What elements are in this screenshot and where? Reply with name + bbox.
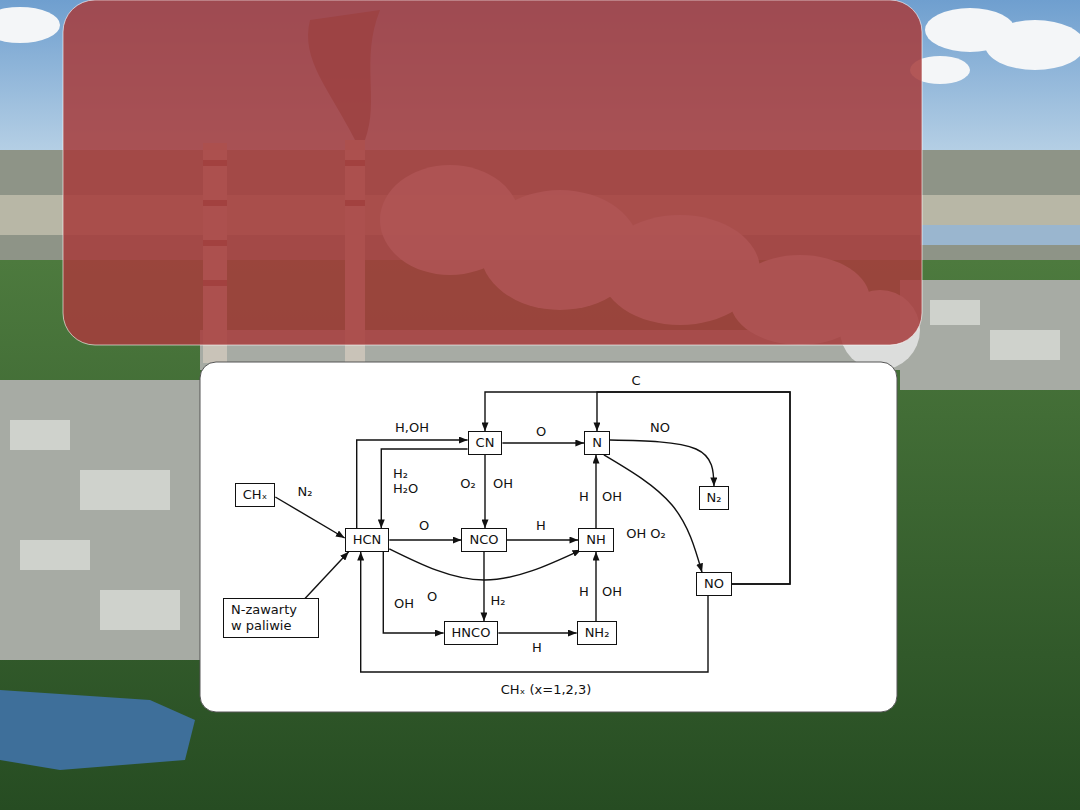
reaction-arrow xyxy=(597,392,790,584)
reactant-label: NO xyxy=(648,421,672,436)
species-name: NH xyxy=(586,532,606,548)
reaction-arrow xyxy=(595,455,596,528)
reactant-label: O₂ xyxy=(458,477,477,492)
species-box: HCN xyxy=(345,528,390,552)
reaction-arrow xyxy=(610,440,714,486)
species-name: NCO xyxy=(469,532,498,548)
reaction-arrow xyxy=(381,449,467,528)
reactant-label: OH xyxy=(392,597,416,612)
reaction-arrow xyxy=(498,632,576,633)
reactant-label: H xyxy=(577,490,591,505)
reaction-arrow xyxy=(595,552,596,621)
species-box: NCO xyxy=(461,528,506,552)
species-name: NH₂ xyxy=(585,625,610,641)
species-name: CHₓ xyxy=(243,487,268,503)
species-name: N xyxy=(592,435,602,451)
reaction-arrow xyxy=(389,539,461,540)
diagram-panel xyxy=(200,362,897,712)
lake xyxy=(920,225,1080,245)
species-name: N₂ xyxy=(707,490,722,506)
reactant-label: O xyxy=(425,590,439,605)
species-box: CHₓ xyxy=(235,483,276,507)
river xyxy=(0,690,195,770)
title-panel xyxy=(63,0,922,345)
species-name: N-zawarty w paliwie xyxy=(231,602,311,633)
reactant-label: H xyxy=(530,641,544,656)
reactant-label: CHₓ (x=1,2,3) xyxy=(499,683,594,698)
reaction-arrow xyxy=(357,440,468,528)
reaction-arrow xyxy=(502,442,584,443)
reaction-arrow xyxy=(604,455,702,572)
reactant-label: OH xyxy=(600,490,624,505)
reaction-arrow xyxy=(383,552,443,633)
reactant-label: H,OH xyxy=(393,421,431,436)
species-box: NH xyxy=(578,528,614,552)
species-name: NO xyxy=(704,576,724,592)
reaction-arrow xyxy=(361,552,708,672)
species-name: HNCO xyxy=(452,625,491,641)
species-box: NO xyxy=(696,572,732,596)
reaction-arrow xyxy=(483,552,484,621)
reactant-label: H₂ xyxy=(489,594,508,609)
reactant-label: O xyxy=(417,519,431,534)
reaction-arrow xyxy=(485,392,790,584)
species-box: N₂ xyxy=(699,486,730,510)
species-box: CN xyxy=(468,431,503,455)
species-box: HNCO xyxy=(444,621,499,645)
species-box: N xyxy=(584,431,610,455)
reactant-label: H xyxy=(534,519,548,534)
reactant-label: H xyxy=(577,585,591,600)
reactant-label: OH O₂ xyxy=(624,527,668,542)
species-box: N-zawarty w paliwie xyxy=(223,598,319,637)
species-name: CN xyxy=(476,435,495,451)
reactant-label: OH xyxy=(491,477,515,492)
reaction-arrow xyxy=(305,552,349,599)
reactant-label: N₂ xyxy=(296,485,315,500)
species-name: HCN xyxy=(353,532,382,548)
reaction-arrow xyxy=(275,497,344,538)
reactant-label: H₂ H₂O xyxy=(391,467,429,497)
reaction-arrow xyxy=(507,539,579,540)
reaction-arrow xyxy=(389,549,581,580)
reaction-arrow xyxy=(484,455,485,528)
reactant-label: O xyxy=(534,425,548,440)
reactant-label: OH xyxy=(600,585,624,600)
species-box: NH₂ xyxy=(577,621,618,645)
reactant-label: C xyxy=(629,374,642,389)
